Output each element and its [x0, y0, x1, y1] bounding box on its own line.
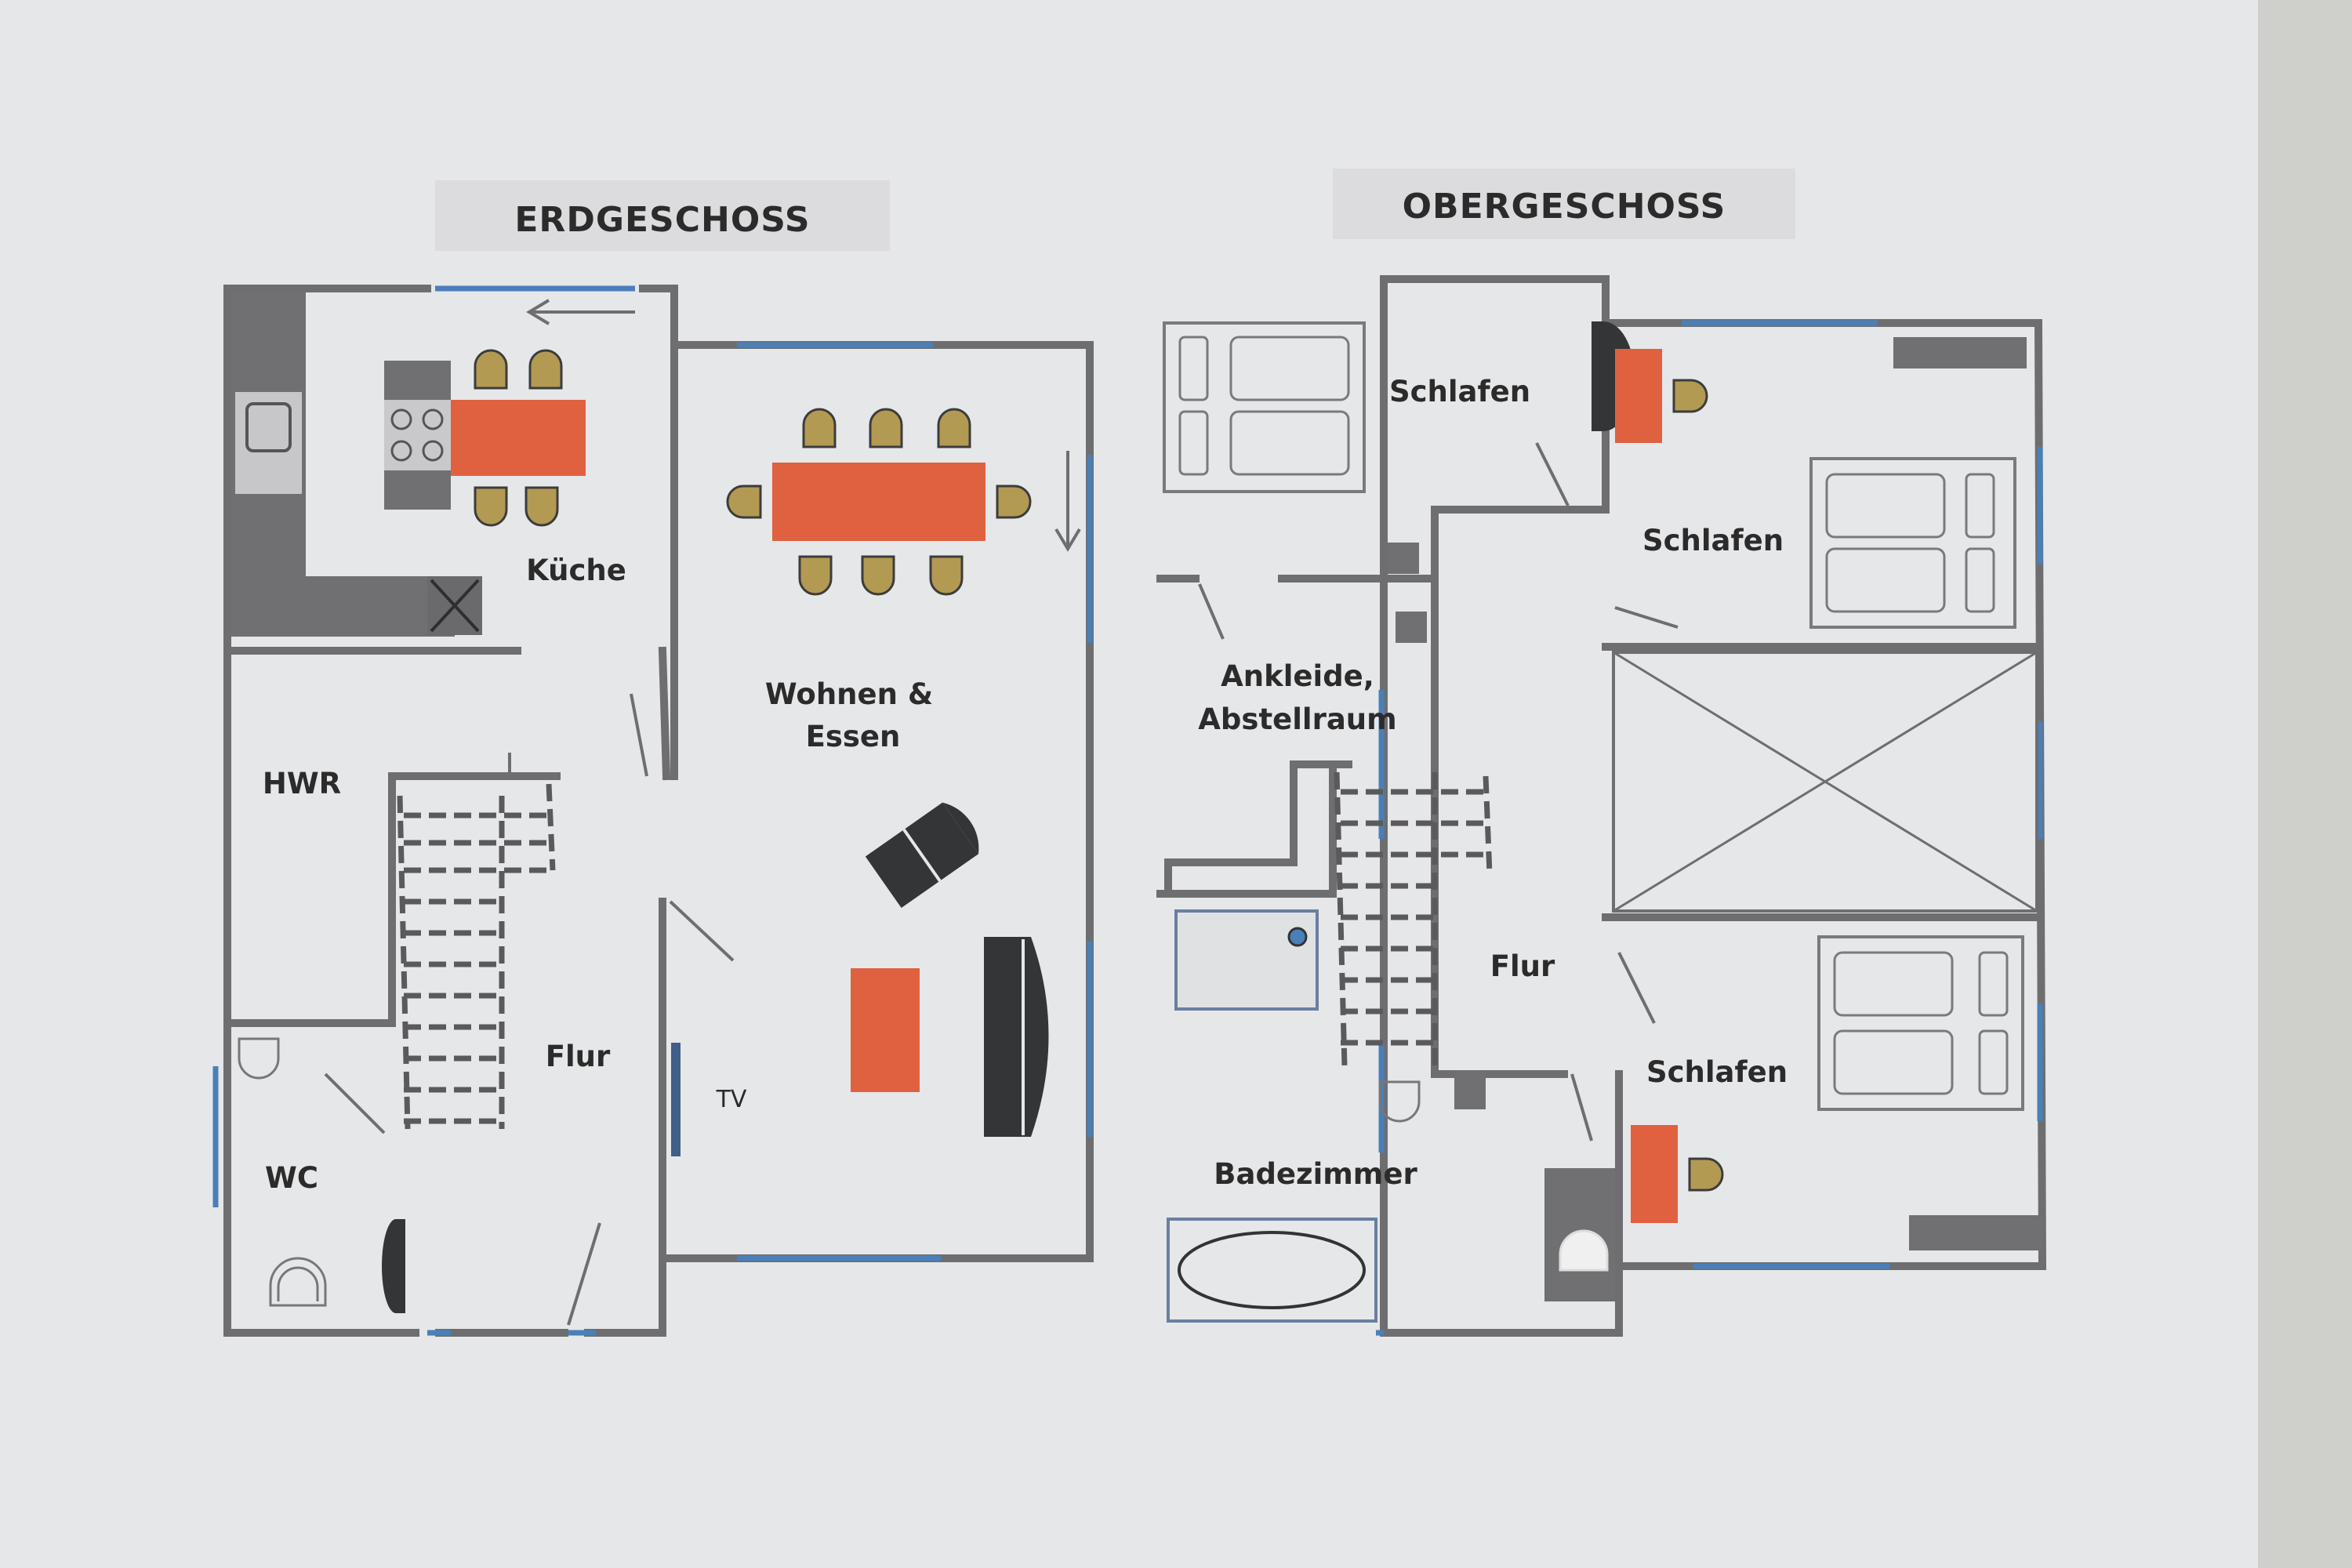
chair-icon — [726, 485, 762, 519]
upper-staircase — [1164, 760, 1493, 1067]
upper-title-bg — [1333, 169, 1795, 239]
chair-icon — [798, 555, 833, 596]
toilet-icon — [1378, 1080, 1421, 1123]
room-label-wc: WC — [265, 1161, 318, 1195]
stove-icon — [384, 400, 451, 470]
ground-title-bg — [435, 180, 890, 251]
paper-edge — [2258, 0, 2352, 1568]
desk-icon — [1631, 1125, 1678, 1223]
ground-door-arrows — [526, 299, 1081, 552]
shelf-icon — [1909, 1215, 2042, 1250]
ground-windows — [212, 285, 1093, 1336]
tv-label: TV — [716, 1086, 747, 1113]
room-label-bedroom-1: Schlafen — [1389, 375, 1530, 408]
desk-icon — [1615, 349, 1662, 443]
dining-table — [772, 463, 985, 541]
upper-floor-title: OBERGESCHOSS — [1403, 187, 1726, 227]
bed-icon — [1163, 321, 1366, 493]
room-label-bedroom-2: Schlafen — [1642, 524, 1784, 557]
dining-set — [726, 408, 1032, 596]
bathroom-fixtures — [1167, 909, 1615, 1323]
room-label-living: Wohnen & — [765, 677, 933, 711]
chair-icon — [861, 555, 895, 596]
chair-icon — [524, 486, 559, 527]
chair-icon — [528, 349, 563, 390]
upper-room-dividers — [1156, 543, 1486, 1109]
upper-door-swings — [1198, 442, 1679, 1142]
ground-floor-plan: ERDGESCHOSS — [212, 180, 1094, 1337]
ground-floor-title: ERDGESCHOSS — [514, 200, 810, 240]
open-void-area — [1612, 651, 2038, 913]
chair-icon — [1672, 379, 1708, 413]
kitchen-table — [451, 400, 586, 476]
upper-floor-plan: OBERGESCHOSS — [1156, 169, 2047, 1337]
room-label-utility: HWR — [263, 767, 341, 800]
toilet-icon — [269, 1257, 327, 1307]
shower-drain-icon — [1287, 927, 1308, 947]
bathtub-icon — [1167, 1218, 1377, 1323]
shelf-icon — [1893, 337, 2027, 368]
upper-windows — [1376, 320, 2043, 1336]
wc-fixtures — [238, 1037, 405, 1313]
ground-staircase — [397, 783, 556, 1130]
chair-icon — [996, 485, 1032, 519]
chair-icon — [869, 408, 903, 448]
room-label-kitchen: Küche — [526, 554, 626, 587]
chair-icon — [937, 408, 971, 448]
chair-icon — [802, 408, 837, 448]
room-label-bedroom-3: Schlafen — [1646, 1055, 1788, 1089]
room-label-upper-hall: Flur — [1490, 949, 1555, 983]
room-label-hall: Flur — [546, 1040, 611, 1073]
living-furniture — [851, 802, 1049, 1137]
chair-icon — [474, 486, 508, 527]
room-label-living-2: Essen — [806, 720, 901, 753]
sink-icon — [245, 402, 292, 452]
sink-icon — [238, 1037, 280, 1080]
chair-icon — [474, 349, 508, 390]
washbasin-icon — [382, 1219, 405, 1313]
kitchen-dining-set — [384, 349, 586, 527]
armchair-icon — [865, 802, 979, 909]
paper-sheet — [0, 0, 2258, 1568]
room-label-bathroom: Badezimmer — [1214, 1157, 1417, 1191]
kitchen-counter — [231, 292, 482, 637]
room-label-dressing: Ankleide, — [1221, 659, 1374, 693]
shower-icon — [1174, 909, 1319, 1011]
room-label-dressing-2: Abstellraum — [1198, 702, 1396, 736]
chair-icon — [1688, 1157, 1724, 1192]
toilet-seat-icon — [277, 1266, 319, 1301]
chair-icon — [929, 555, 964, 596]
bed-icon — [1817, 935, 2024, 1111]
bed-icon — [1809, 457, 2016, 629]
coffee-table — [851, 968, 920, 1092]
washbasin-icon — [1559, 1229, 1609, 1272]
